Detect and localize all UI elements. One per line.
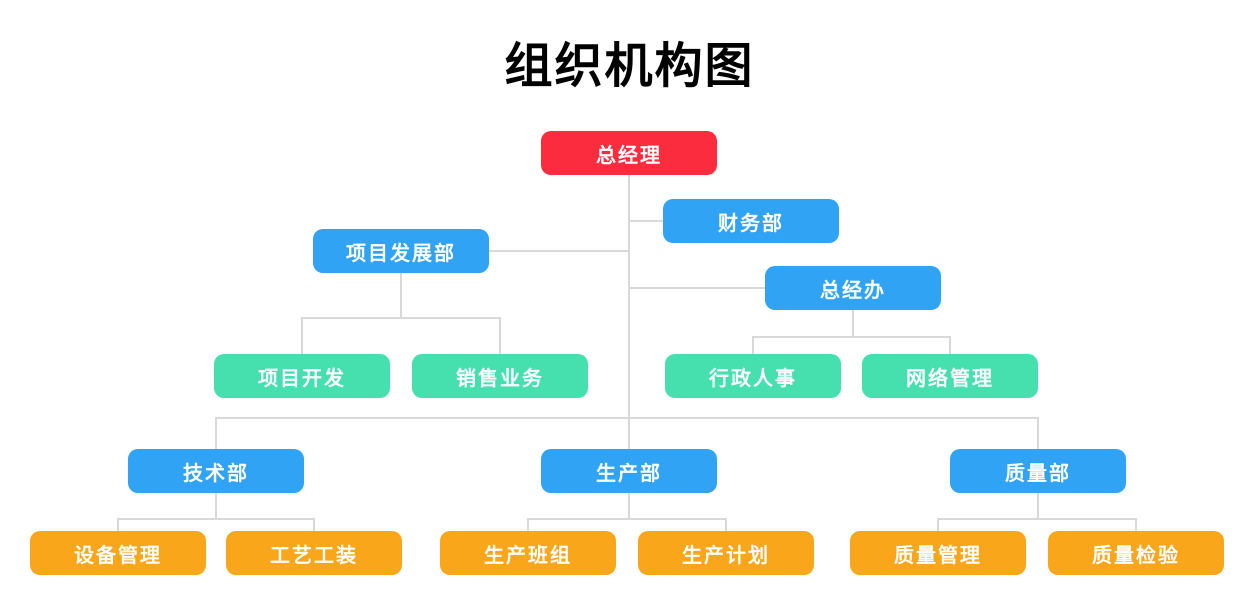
node-sales-business: 销售业务	[412, 354, 588, 398]
node-general-manager: 总经理	[541, 131, 717, 175]
node-project-development: 项目开发	[214, 354, 390, 398]
node-quality-management: 质量管理	[850, 531, 1026, 575]
node-project-development-dept: 项目发展部	[313, 229, 489, 273]
node-production-team: 生产班组	[440, 531, 616, 575]
node-network-management: 网络管理	[862, 354, 1038, 398]
node-technology-dept: 技术部	[128, 449, 304, 493]
node-production-planning: 生产计划	[638, 531, 814, 575]
node-finance-dept: 财务部	[663, 199, 839, 243]
node-production-dept: 生产部	[541, 449, 717, 493]
connector-project-dev-subtree	[301, 273, 501, 354]
node-process-tooling: 工艺工装	[226, 531, 402, 575]
connector-office-subtree	[752, 310, 951, 354]
connector-tech-subtree	[117, 493, 315, 531]
node-quality-inspection: 质量检验	[1048, 531, 1224, 575]
node-equipment-management: 设备管理	[30, 531, 206, 575]
node-quality-dept: 质量部	[950, 449, 1126, 493]
node-admin-hr: 行政人事	[665, 354, 841, 398]
connector-production-subtree	[527, 493, 727, 531]
node-general-manager-office: 总经办	[765, 266, 941, 310]
connector-quality-subtree	[937, 493, 1137, 531]
page-title: 组织机构图	[504, 40, 755, 93]
connector-bottom-row	[215, 417, 1039, 449]
